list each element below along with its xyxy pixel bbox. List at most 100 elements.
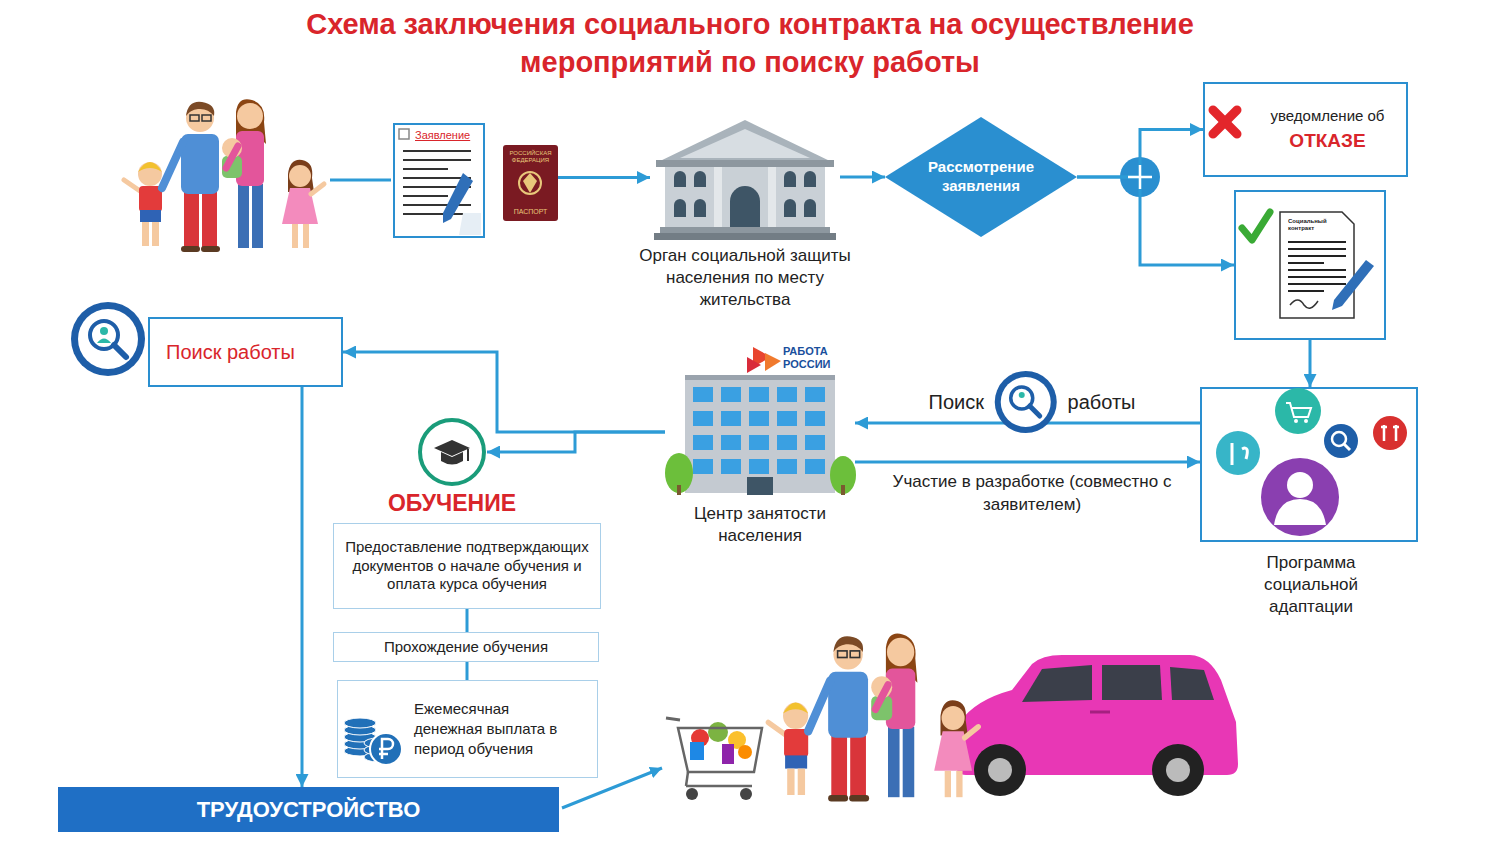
connector <box>840 176 885 179</box>
drawing-circle <box>370 733 402 765</box>
drawing-rect <box>714 167 722 227</box>
drawing-circle <box>1373 416 1407 450</box>
drawing-line <box>1288 255 1346 257</box>
drawing-polygon <box>678 728 762 772</box>
drawing-line <box>1288 241 1346 243</box>
drawing-circle <box>1304 419 1308 423</box>
drawing-polygon <box>680 129 810 158</box>
node-drawing <box>1203 82 1408 169</box>
drawing-circle <box>1216 431 1260 475</box>
drawing-line <box>403 204 471 206</box>
drawing-rect <box>805 435 825 450</box>
node-drawing <box>1200 387 1418 542</box>
drawing-use <box>768 634 978 802</box>
node-text: Рассмотрение заявления <box>919 158 1044 196</box>
title: Схема заключения социального контракта н… <box>300 6 1200 81</box>
drawing-rect <box>768 167 776 227</box>
node-text: ТРУДОУСТРОЙСТВО <box>197 797 421 823</box>
drawing-line <box>686 772 688 786</box>
drawing-circle <box>71 302 145 376</box>
drawing-rect <box>693 459 713 474</box>
drawing-line <box>686 785 752 788</box>
connector <box>1077 177 1234 265</box>
drawing-circle <box>740 788 752 800</box>
node-drawing <box>338 691 408 771</box>
node-text: Предоставление подтверждающих документов… <box>342 538 592 594</box>
drawing-rect <box>777 411 797 426</box>
node-text: Социальный контракт <box>1288 218 1334 231</box>
drawing-ellipse <box>344 718 376 728</box>
drawing-line <box>1090 711 1110 714</box>
drawing-rect <box>660 227 830 233</box>
drawing-path <box>523 173 537 193</box>
drawing-circle <box>974 744 1026 796</box>
drawing-g <box>955 655 1238 796</box>
node-text: РАБОТА РОССИИ <box>783 345 857 371</box>
drawing-rect <box>693 435 713 450</box>
drawing-path <box>1232 443 1247 465</box>
connector <box>466 609 469 632</box>
drawing-circle <box>78 309 138 369</box>
drawing-line <box>1213 110 1237 134</box>
drawing-g <box>666 718 762 800</box>
drawing-rect <box>654 233 836 240</box>
node-text: Орган социальной защиты населения по мес… <box>620 245 870 311</box>
drawing-path <box>1381 425 1399 441</box>
drawing-rect <box>749 435 769 450</box>
node-text: Центр занятости населения <box>680 503 840 547</box>
drawing-circle <box>1324 424 1358 458</box>
drawing-rect <box>749 411 769 426</box>
drawing-rect <box>690 742 704 760</box>
drawing-line <box>666 718 680 720</box>
drawing-line <box>403 159 471 161</box>
drawing-path <box>730 186 760 227</box>
building-node: Орган социальной защиты населения по мес… <box>650 115 840 240</box>
drawing-rect <box>777 459 797 474</box>
drawing-line <box>1288 248 1346 250</box>
drawing-path <box>694 171 706 187</box>
drawing-rect <box>656 160 834 167</box>
drawing-line <box>1344 444 1350 450</box>
drawing-path <box>804 171 816 187</box>
drawing-line <box>1288 290 1324 292</box>
result-band: ТРУДОУСТРОЙСТВО <box>58 787 559 832</box>
drawing-rect <box>805 411 825 426</box>
drawing-circle <box>738 745 752 759</box>
decision-diamond: Рассмотрение заявления <box>885 117 1077 237</box>
drawing-rect <box>721 459 741 474</box>
drawing-path <box>1170 667 1214 700</box>
node-text: уведомление об <box>1271 107 1385 124</box>
edge-label: Участие в разработке (совместно с заявит… <box>892 471 1172 517</box>
drawing-line <box>1213 110 1237 134</box>
drawing-rect <box>677 485 681 495</box>
drawing-polygon <box>459 213 481 235</box>
drawing-circle <box>988 758 1012 782</box>
drawing-rect <box>749 459 769 474</box>
drawing-rect <box>665 165 825 229</box>
drawing-circle <box>1261 458 1339 536</box>
drawing-circle <box>1275 388 1321 434</box>
drawing-circle <box>1152 744 1204 796</box>
drawing-rect <box>777 387 797 402</box>
node-text: РОССИЙСКАЯ ФЕДЕРАЦИЯ <box>506 150 555 163</box>
drawing-path <box>441 452 463 465</box>
document-icon: Заявление <box>393 123 485 238</box>
drawing-ellipse <box>830 456 856 494</box>
node-text: Прохождение обучения <box>384 638 548 657</box>
drawing-polygon <box>747 357 761 373</box>
drawing-line <box>467 449 469 461</box>
drawing-path <box>784 199 796 217</box>
node-text: Поиск работы <box>166 341 295 364</box>
building-node: РАБОТА РОССИИЦентр занятости населения <box>665 345 855 495</box>
refusal-box: уведомление обОТКАЗЕ <box>1203 82 1408 177</box>
drawing-line <box>1288 283 1346 285</box>
drawing-path <box>1102 665 1162 700</box>
node-drawing <box>68 299 148 379</box>
drawing-rect <box>805 387 825 402</box>
drawing-path <box>1128 165 1152 189</box>
drawing-circle <box>1287 472 1313 498</box>
drawing-line <box>330 179 391 182</box>
drawing-polygon <box>885 117 1077 237</box>
edge-label: Поиск работы <box>842 391 1222 414</box>
training-circle: ОБУЧЕНИЕ <box>417 417 487 487</box>
